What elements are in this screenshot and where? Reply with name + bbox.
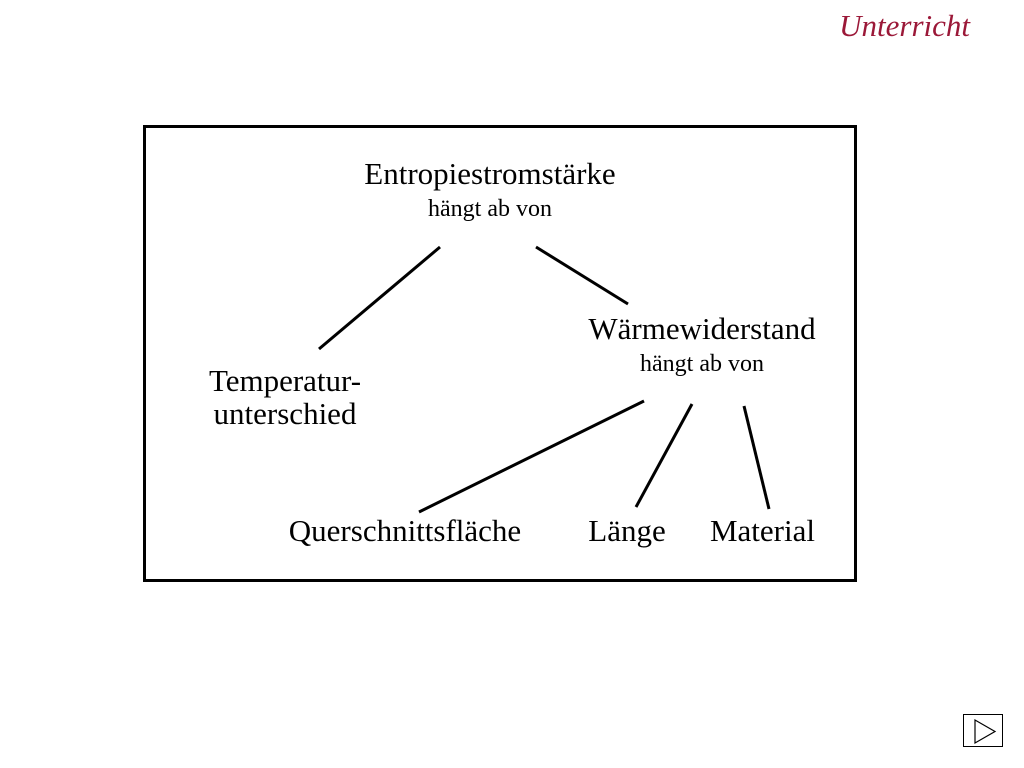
node-temperature-difference-line1: Temperatur-: [208, 363, 362, 398]
node-entropy-current: Entropiestromstärke hängt ab von: [300, 156, 680, 222]
node-entropy-current-label: Entropiestromstärke: [364, 156, 616, 191]
node-length: Länge: [572, 513, 682, 548]
next-slide-button[interactable]: [963, 714, 1003, 747]
node-cross-section-label: Querschnittsfläche: [288, 513, 522, 548]
node-thermal-resistance-sublabel: hängt ab von: [640, 350, 764, 377]
node-material-label: Material: [709, 513, 815, 548]
node-entropy-current-sublabel: hängt ab von: [428, 195, 552, 222]
connector-resistance-length: [634, 403, 694, 508]
node-thermal-resistance: Wärmewiderstand hängt ab von: [552, 311, 852, 377]
connector-resistance-material: [742, 405, 771, 510]
connector-root-temperature: [318, 245, 441, 351]
node-temperature-difference: Temperatur- unterschied: [170, 364, 400, 430]
diagram-frame: [143, 125, 857, 582]
connector-resistance-cross-section: [418, 399, 645, 514]
play-triangle-icon: [974, 718, 997, 745]
node-temperature-difference-line2: unterschied: [213, 396, 357, 432]
node-thermal-resistance-label: Wärmewiderstand: [588, 311, 816, 346]
connector-root-resistance: [535, 245, 629, 306]
node-cross-section: Querschnittsfläche: [255, 513, 555, 548]
node-material: Material: [690, 513, 835, 548]
page-title: Unterricht: [839, 8, 970, 43]
node-length-label: Länge: [588, 513, 666, 548]
